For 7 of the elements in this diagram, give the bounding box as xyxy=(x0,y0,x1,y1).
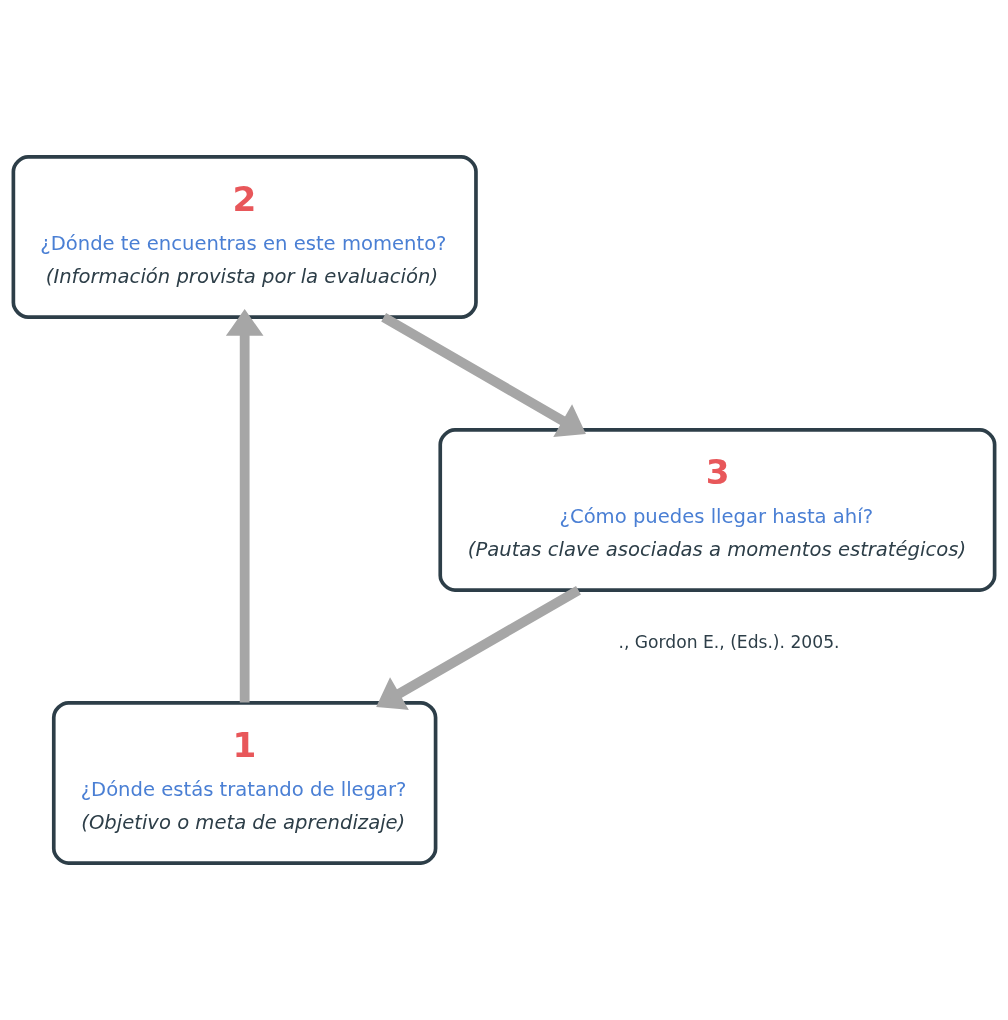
arrow xyxy=(376,586,581,710)
node-box: 2 ¿Dónde te encuentras en este momento? (Información provista por la evaluación) xyxy=(11,155,478,320)
node-box: 3 ¿Cómo puedes llegar hasta ahí? (Pautas clave asociadas a momentos estratégicos) xyxy=(438,428,997,592)
arrow xyxy=(381,313,586,437)
node-box: 1 ¿Dónde estás tratando de llegar? (Objetivo o meta de aprendizaje) xyxy=(51,700,438,865)
label: ., Gordon E., (Eds.). 2005. xyxy=(618,631,840,652)
arrow xyxy=(225,308,264,703)
